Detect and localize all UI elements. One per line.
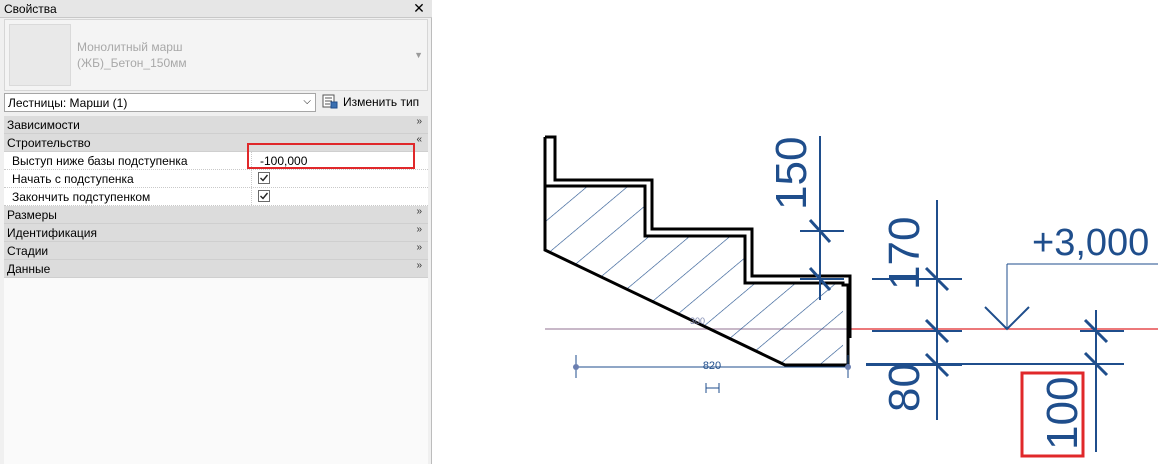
checkmark-icon xyxy=(260,192,269,200)
group-constraints[interactable]: Зависимости » xyxy=(4,116,428,134)
property-name: Закончить подступенком xyxy=(12,190,151,204)
section-view: 300 820 150 xyxy=(543,135,1158,458)
palette-titlebar: Свойства ✕ xyxy=(0,0,432,18)
begin-with-riser-cell xyxy=(251,170,428,187)
chevron-down-icon[interactable]: ⌵ xyxy=(303,96,311,107)
riser-dimension-chain: 170 80 xyxy=(866,200,962,420)
group-label: Идентификация xyxy=(7,226,97,240)
dimension-100-text: 100 xyxy=(1038,377,1087,450)
offset-dimension-100: 100 xyxy=(866,310,1124,452)
elevation-text: +3,000 xyxy=(1032,222,1149,264)
type-selector[interactable]: Монолитный марш (ЖБ)_Бетон_150мм ▼ xyxy=(4,19,428,91)
palette-empty-area xyxy=(4,278,428,464)
properties-palette: Свойства ✕ Монолитный марш (ЖБ)_Бетон_15… xyxy=(0,0,432,464)
riser-offset-field[interactable]: -100,000 xyxy=(251,152,428,169)
property-grid: Зависимости » Строительство « Выступ ниж… xyxy=(4,116,428,278)
group-data[interactable]: Данные » xyxy=(4,260,428,278)
property-name: Выступ ниже базы подступенка xyxy=(12,154,188,168)
dimension-170-text: 170 xyxy=(880,217,929,290)
collapse-icon[interactable]: « xyxy=(416,134,422,145)
group-phasing[interactable]: Стадии » xyxy=(4,242,428,260)
group-label: Данные xyxy=(7,262,51,276)
group-label: Размеры xyxy=(7,208,57,222)
palette-title: Свойства xyxy=(4,2,57,16)
end-with-riser-checkbox[interactable] xyxy=(258,190,270,202)
riser-dimension-150: 150 xyxy=(767,136,844,300)
type-dropdown-icon[interactable]: ▼ xyxy=(414,50,423,60)
checkmark-icon xyxy=(260,174,269,182)
group-identity[interactable]: Идентификация » xyxy=(4,224,428,242)
instance-filter-label: Лестницы: Марши (1) xyxy=(8,96,128,110)
stair-section-hatch xyxy=(545,186,843,365)
elevation-marker: +3,000 xyxy=(984,222,1158,331)
property-row: Закончить подступенком xyxy=(4,188,428,206)
edit-type-button[interactable]: Изменить тип xyxy=(321,92,427,112)
group-label: Строительство xyxy=(7,136,91,150)
stair-outline xyxy=(543,137,850,367)
instance-filter-select[interactable]: Лестницы: Марши (1) ⌵ xyxy=(4,93,316,112)
faint-label: 300 xyxy=(690,316,705,326)
group-label: Зависимости xyxy=(7,118,80,132)
type-preview-image xyxy=(9,24,71,86)
group-dimensions[interactable]: Размеры » xyxy=(4,206,428,224)
property-name: Начать с подступенка xyxy=(12,172,134,186)
type-name-line2: (ЖБ)_Бетон_150мм xyxy=(77,56,187,70)
dimension-highlight-box xyxy=(1020,371,1085,458)
group-label: Стадии xyxy=(7,244,49,258)
property-row: Начать с подступенка xyxy=(4,170,428,188)
drawing-canvas[interactable]: 300 820 150 xyxy=(433,0,1158,464)
dimension-80-text: 80 xyxy=(880,363,929,412)
begin-with-riser-checkbox[interactable] xyxy=(258,172,270,184)
close-icon[interactable]: ✕ xyxy=(413,0,425,16)
expand-icon[interactable]: » xyxy=(416,206,422,217)
expand-icon[interactable]: » xyxy=(416,260,422,271)
expand-icon[interactable]: » xyxy=(416,242,422,253)
width-dimension-text: 820 xyxy=(703,360,721,372)
dimension-150-text: 150 xyxy=(767,137,816,210)
expand-icon[interactable]: » xyxy=(416,224,422,235)
end-with-riser-cell xyxy=(251,188,428,205)
type-name-line1: Монолитный марш xyxy=(77,40,183,54)
width-dimension: 820 xyxy=(573,355,851,393)
property-value[interactable]: -100,000 xyxy=(260,154,308,168)
type-name: Монолитный марш (ЖБ)_Бетон_150мм xyxy=(77,39,187,71)
highlight-box xyxy=(247,143,415,169)
property-row: Выступ ниже базы подступенка -100,000 xyxy=(4,152,428,170)
edit-type-icon xyxy=(322,94,338,109)
group-construction[interactable]: Строительство « xyxy=(4,134,428,152)
expand-icon[interactable]: » xyxy=(416,116,422,127)
edit-type-label: Изменить тип xyxy=(343,95,420,109)
